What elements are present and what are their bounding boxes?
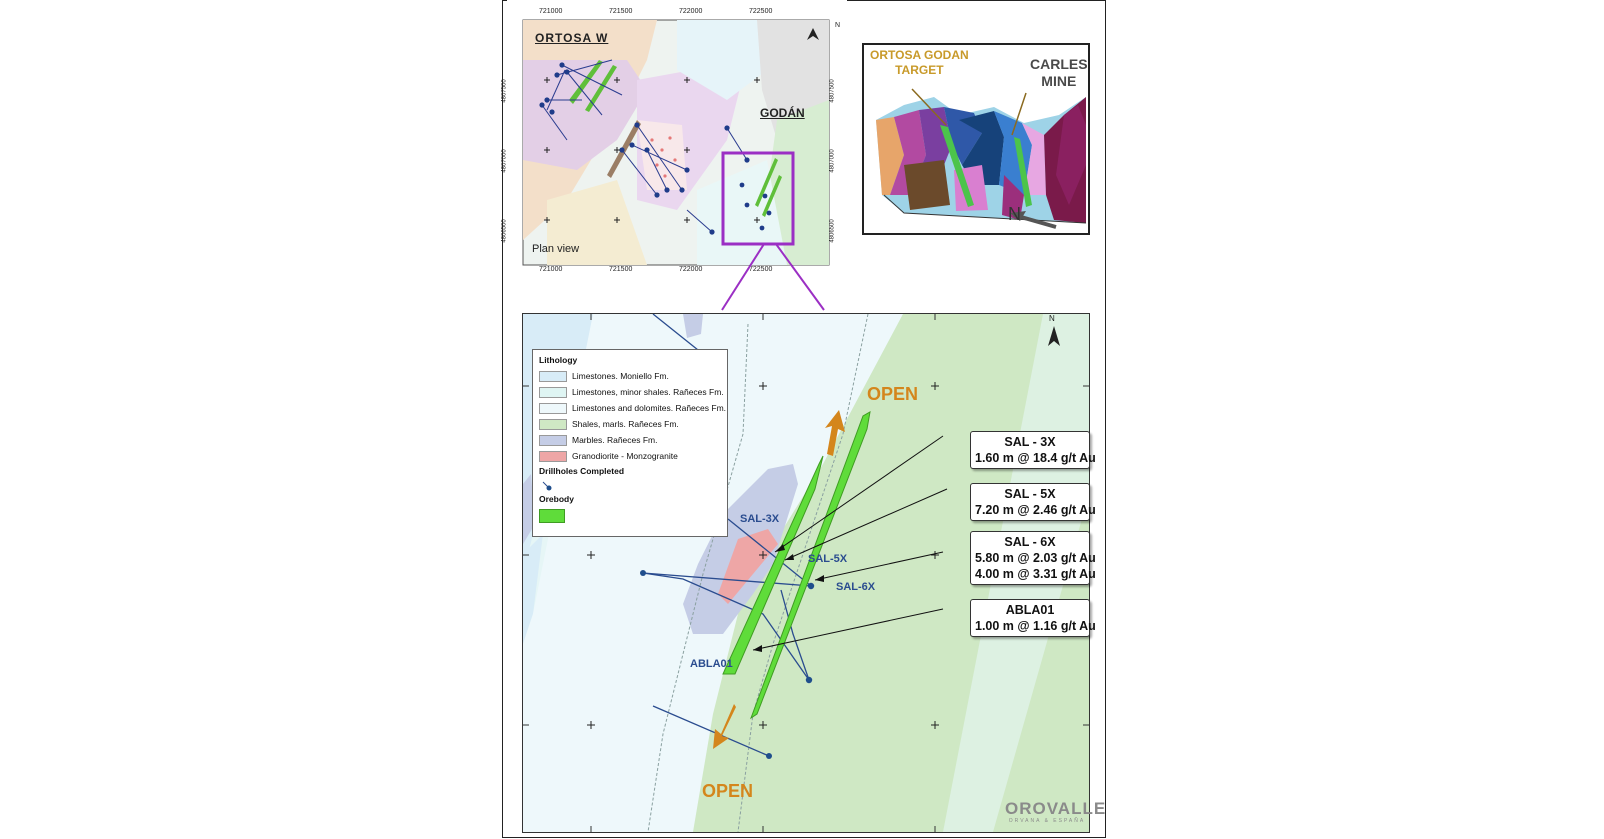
legend-swatch [539,386,567,398]
hole-label-abla01: ABLA01 [690,658,733,670]
x-tick-label: 721000 [539,266,563,273]
legend-lithology-title: Lithology [539,355,578,365]
legend-item-label: Limestones. Moniello Fm. [572,371,669,381]
logo-name: OROVALLE [1005,799,1107,818]
section-view-3d [862,43,1090,235]
y-tick-label: 4807500 [501,79,508,103]
target-label-line1: ORTOSA GODAN [870,48,969,62]
callout-sal-5x: SAL - 5X 7.20 m @ 2.46 g/t Au [970,483,1096,521]
callout-hole: SAL - 6X [1004,535,1056,549]
legend-item-label: Marbles. Rañeces Fm. [572,435,658,445]
section-north-label: N [1008,204,1021,224]
hole-label-sal-5x: SAL-5X [808,553,848,565]
plan-y-ticks: 4807500 4807000 4806500 [501,70,525,243]
y-tick-label: 4807000 [501,149,508,173]
plan-view-label: Plan view [532,243,580,255]
legend-item-label: Granodiorite - Monzogranite [572,451,678,461]
plan-y-ticks-right: 4807500 4807000 4806500 [829,70,853,243]
logo-tagline: ORVANA & ESPAÑA [1008,818,1086,824]
callout-hole: SAL - 5X [1004,487,1056,501]
legend-item: Limestones and dolomites. Rañeces Fm. [539,402,726,414]
map-legend: Lithology Limestones. Moniello Fm. Limes… [532,349,728,537]
y-tick-label: 4807000 [829,149,836,173]
mine-label-line1: CARLES [1030,56,1088,72]
y-tick-label: 4807500 [829,79,836,103]
x-tick-label: 722000 [679,266,703,273]
zoom-connector [721,244,825,311]
callout-sal-3x: SAL - 3X 1.60 m @ 18.4 g/t Au [970,431,1096,469]
legend-item: Granodiorite - Monzogranite [539,450,678,462]
north-label: N [835,22,841,29]
target-label-line2: TARGET [895,63,944,77]
legend-item-label: Shales, marls. Rañeces Fm. [572,419,679,429]
ortosa-godan-target-label: ORTOSA GODAN TARGET [870,48,969,78]
open-label-north: OPEN [867,384,919,404]
mine-label-line2: MINE [1041,73,1077,89]
callout-hole: SAL - 3X [1004,435,1056,449]
legend-item: Shales, marls. Rañeces Fm. [539,418,679,430]
legend-swatch [539,434,567,446]
legend-item: Limestones, minor shales. Rañeces Fm. [539,386,724,398]
hole-label-sal-6x: SAL-6X [836,581,876,593]
callout-hole: ABLA01 [1005,603,1055,617]
callout-abla01: ABLA01 1.00 m @ 1.16 g/t Au [970,599,1096,637]
legend-swatch [539,450,567,462]
callout-intercept: 1.60 m @ 18.4 g/t Au [975,451,1096,465]
plan-x-ticks-top: 721000 721500 722000 722500 [523,8,829,20]
legend-swatch [539,402,567,414]
x-tick-label: 722000 [679,8,703,15]
legend-item-label: Limestones and dolomites. Rañeces Fm. [572,403,727,413]
legend-drillholes-title: Drillholes Completed [539,466,625,476]
legend-swatch [539,370,567,382]
callout-intercept: 5.80 m @ 2.03 g/t Au [975,551,1096,565]
plan-x-ticks-bottom: 721000 721500 722000 722500 [523,266,829,278]
callout-sal-6x: SAL - 6X 5.80 m @ 2.03 g/t Au 4.00 m @ 3… [970,531,1096,585]
carles-mine-label: CARLES MINE [1030,56,1088,90]
callout-intercept: 1.00 m @ 1.16 g/t Au [975,619,1096,633]
legend-item: Marbles. Rañeces Fm. [539,434,658,446]
x-tick-label: 722500 [749,8,773,15]
x-tick-label: 721500 [609,8,633,15]
hole-label-sal-3x: SAL-3X [740,513,780,525]
legend-orebody-title: Orebody [539,494,574,504]
legend-item-label: Limestones, minor shales. Rañeces Fm. [572,387,724,397]
y-tick-label: 4806500 [501,219,508,243]
x-tick-label: 721500 [609,266,633,273]
orovalle-logo: OROVALLE ORVANA & ESPAÑA [1005,799,1107,830]
plan-view-map [507,0,847,290]
callout-intercept: 4.00 m @ 3.31 g/t Au [975,567,1096,581]
godan-label: GODÁN [760,106,805,120]
x-tick-label: 722500 [749,266,773,273]
orebody-swatch [539,509,565,523]
callout-intercept: 7.20 m @ 2.46 g/t Au [975,503,1096,517]
x-tick-label: 721000 [539,8,563,15]
detail-north-label: N [1049,314,1055,323]
y-tick-label: 4806500 [829,219,836,243]
drillhole-symbol-icon [542,481,552,491]
ortosa-w-label: ORTOSA W [535,31,609,45]
open-label-south: OPEN [702,781,754,801]
legend-item: Limestones. Moniello Fm. [539,370,669,382]
legend-swatch [539,418,567,430]
